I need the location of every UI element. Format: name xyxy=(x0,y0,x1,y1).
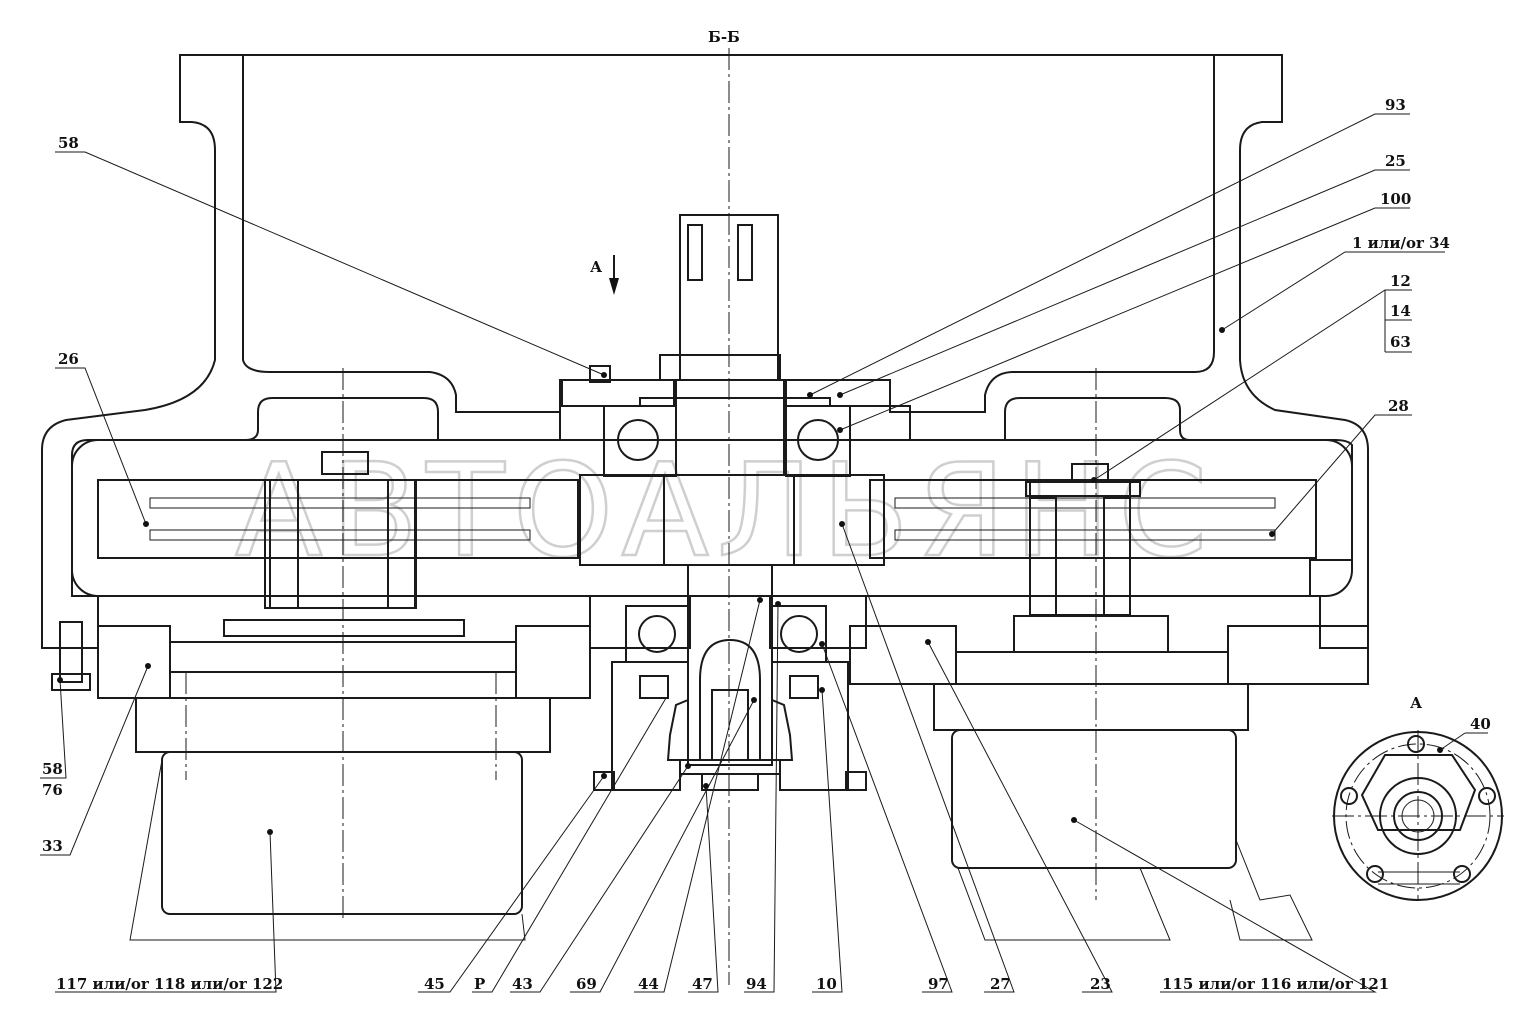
callout-76: 76 xyxy=(42,781,63,799)
callout-43: 43 xyxy=(512,975,533,993)
callout-27: 27 xyxy=(990,975,1011,993)
view-arrow-label: А xyxy=(590,258,603,276)
callout-115-116-121: 115 или/or 116 или/or 121 xyxy=(1162,975,1389,993)
view-a-title: А xyxy=(1410,694,1423,712)
callout-117-118-122: 117 или/or 118 или/or 122 xyxy=(56,975,283,993)
callout-1-or-34: 1 или/or 34 xyxy=(1352,234,1450,252)
center-lines xyxy=(185,48,1097,985)
callout-23: 23 xyxy=(1090,975,1111,993)
callout-63: 63 xyxy=(1390,333,1411,351)
housing xyxy=(41,54,1369,649)
callout-25: 25 xyxy=(1385,152,1406,170)
callout-28: 28 xyxy=(1388,397,1409,415)
callout-93: 93 xyxy=(1385,96,1406,114)
callout-10: 10 xyxy=(816,975,837,993)
callout-40: 40 xyxy=(1470,715,1491,733)
callout-69: 69 xyxy=(576,975,597,993)
callout-45: 45 xyxy=(424,975,445,993)
view-arrow xyxy=(609,255,619,295)
upper-bearing-cover xyxy=(561,365,891,477)
callout-33: 33 xyxy=(42,837,63,855)
watermark: АВТОАЛЬЯНС xyxy=(235,437,1216,586)
callout-14: 14 xyxy=(1390,302,1411,320)
callout-26: 26 xyxy=(58,350,79,368)
section-label: Б-Б xyxy=(708,28,740,46)
callout-94: 94 xyxy=(746,975,767,993)
callout-100: 100 xyxy=(1380,190,1411,208)
view-a-detail xyxy=(1332,730,1504,901)
callout-44: 44 xyxy=(638,975,659,993)
callout-97: 97 xyxy=(928,975,949,993)
callout-47: 47 xyxy=(692,975,713,993)
lower-bearing-housing xyxy=(589,595,867,791)
leader-lines xyxy=(40,113,1488,993)
callout-12: 12 xyxy=(1390,272,1411,290)
callout-58-bottom: 58 xyxy=(42,760,63,778)
right-motor xyxy=(849,463,1369,941)
callout-labels: 58 26 93 25 100 1 или/or 34 12 14 63 28 … xyxy=(42,96,1491,993)
leader-dots xyxy=(57,327,1443,835)
callout-58-top: 58 xyxy=(58,134,79,152)
callout-p: P xyxy=(474,975,485,993)
